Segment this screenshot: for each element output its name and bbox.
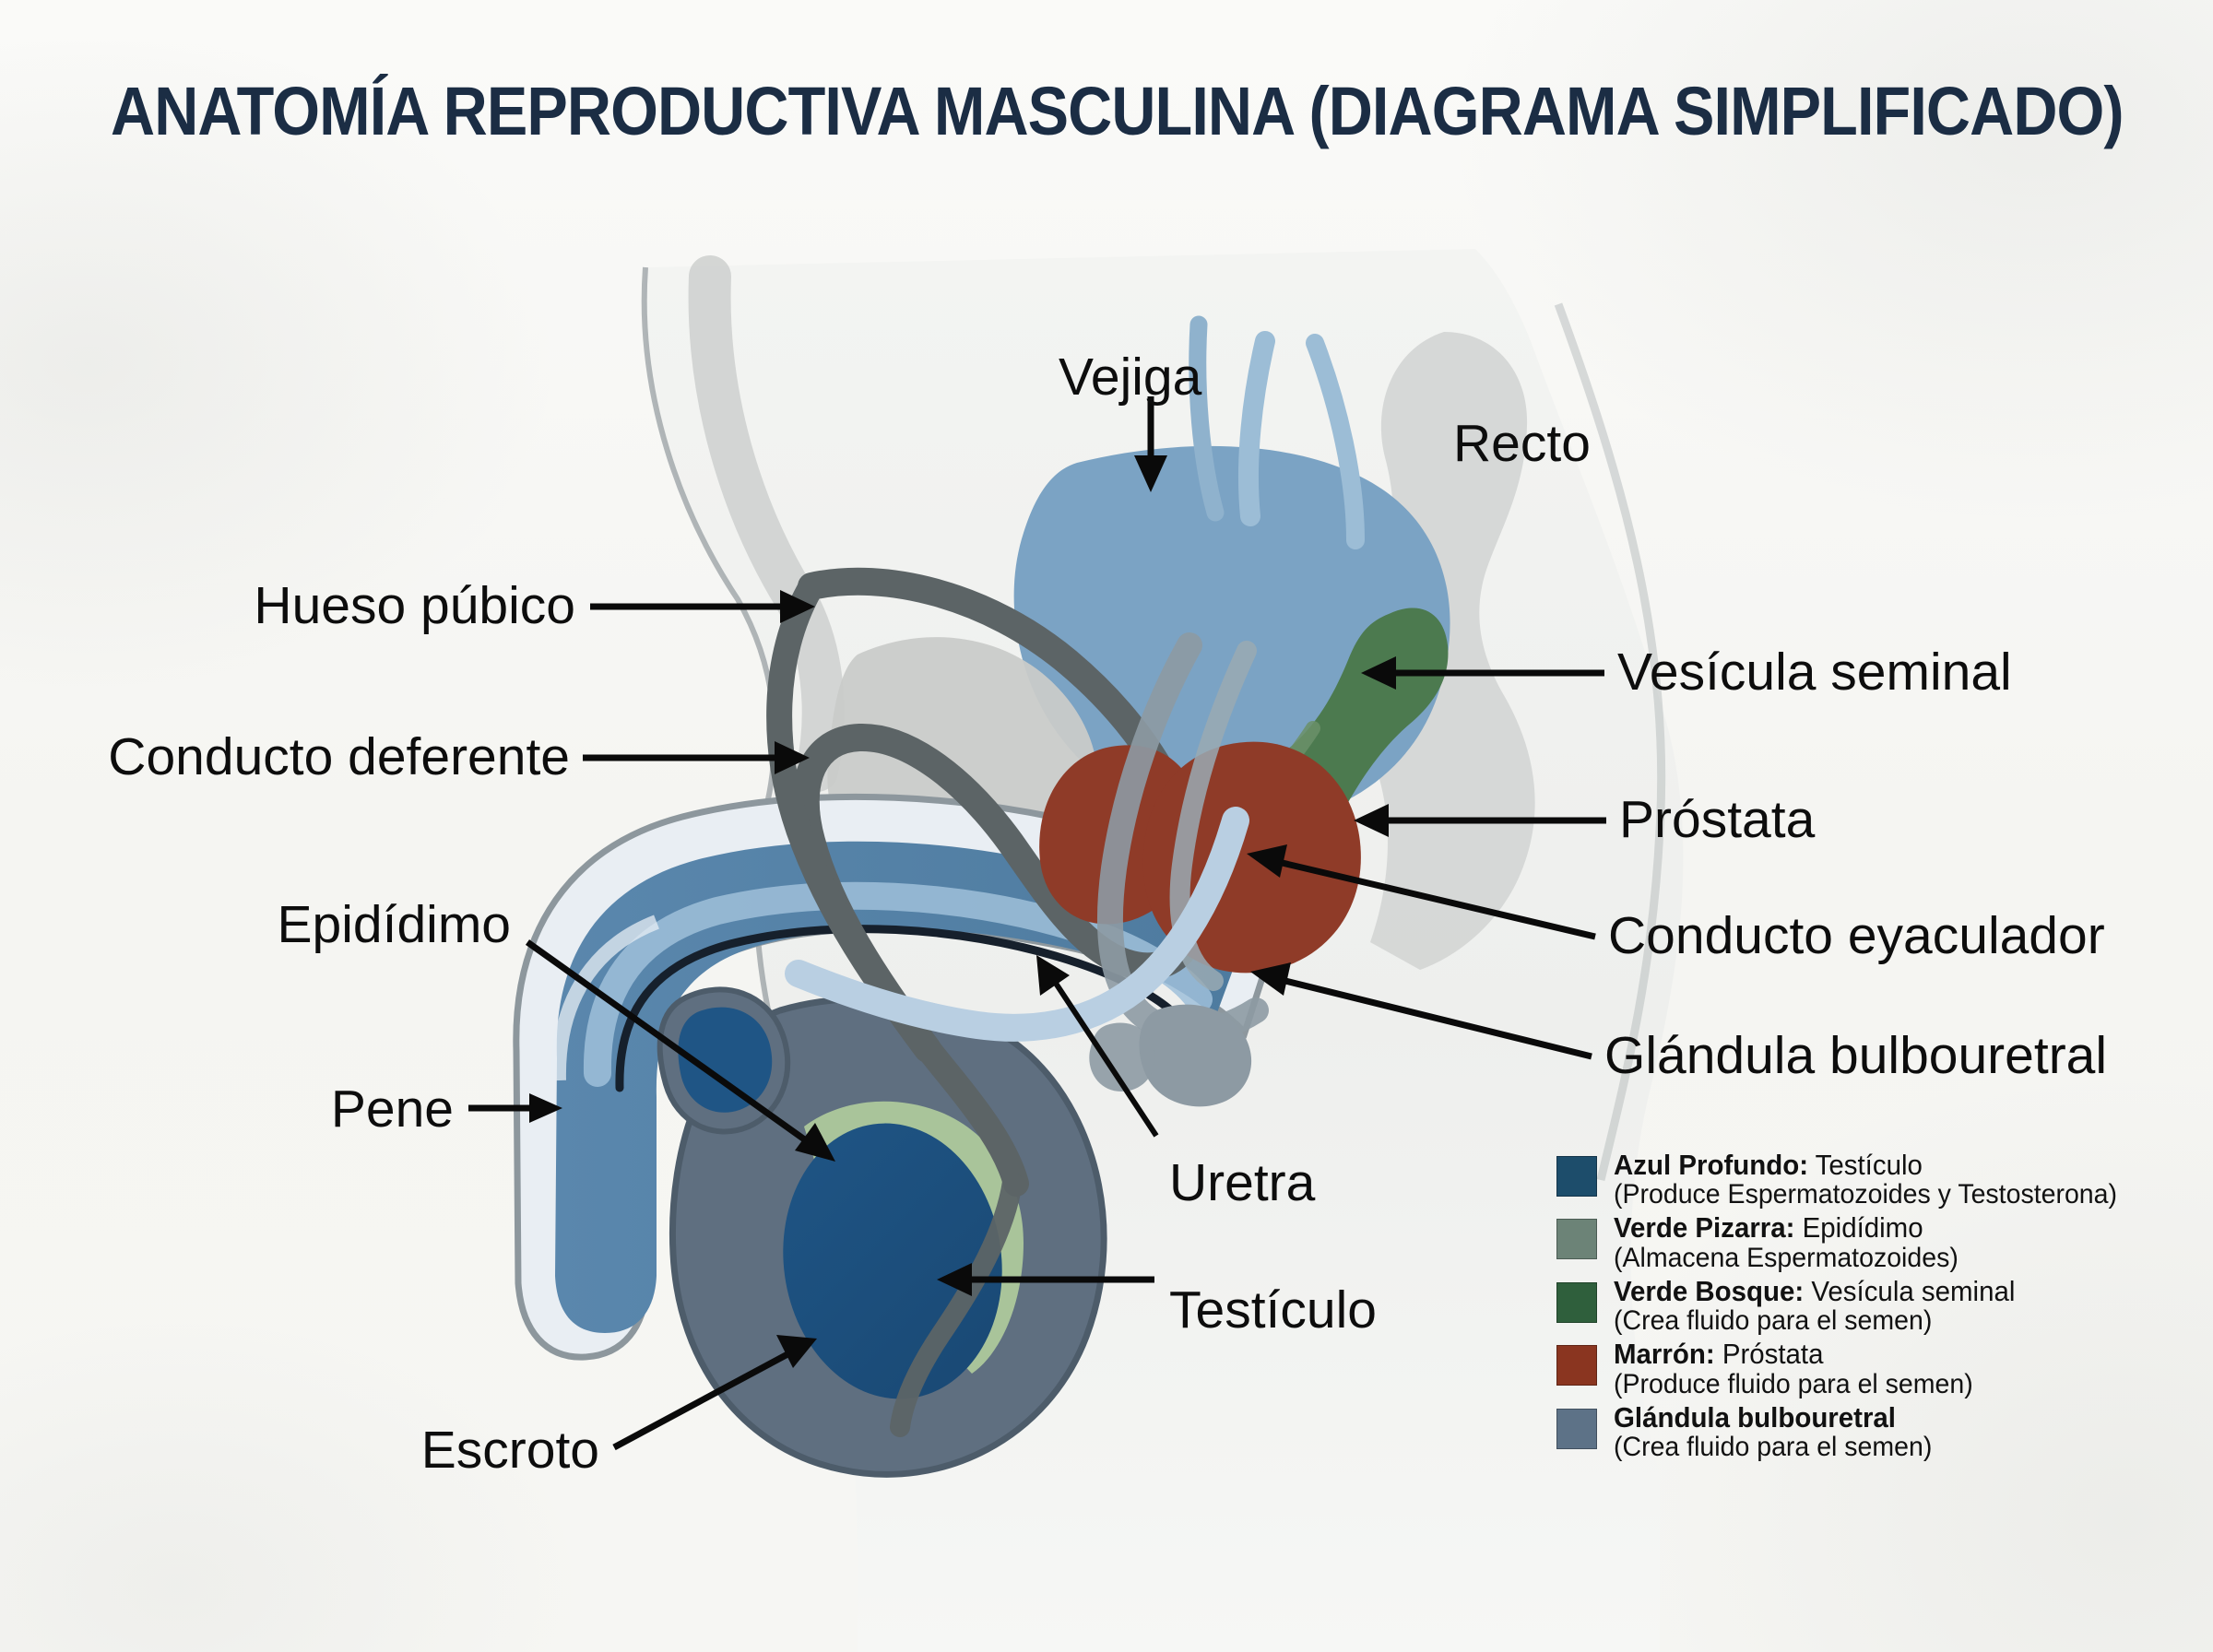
leader-prostata xyxy=(1354,804,1606,837)
legend-separator: : xyxy=(1794,1274,1805,1307)
legend-organ-name: Testículo xyxy=(1808,1149,1923,1181)
leader-escroto xyxy=(612,1335,817,1451)
label-uretra: Uretra xyxy=(1169,1153,1316,1212)
leader-testiculo xyxy=(937,1263,1154,1296)
legend-text: Marrón: Próstata (Produce fluido para el… xyxy=(1614,1339,1973,1398)
bulbourethral-gland-shape xyxy=(1089,1004,1252,1107)
testicle-secondary-shape xyxy=(657,986,791,1135)
leader-epididimo xyxy=(525,939,835,1162)
label-vesicula-seminal: Vesícula seminal xyxy=(1617,643,2012,702)
legend-item: Marrón: Próstata (Produce fluido para el… xyxy=(1556,1339,2202,1398)
legend-description: (Crea fluido para el semen) xyxy=(1614,1305,1933,1337)
label-pene: Pene xyxy=(331,1080,454,1139)
legend-swatch xyxy=(1556,1408,1597,1449)
legend-description: (Produce Espermatozoides y Testosterona) xyxy=(1614,1179,2117,1210)
legend-color-name: Azul Profundo xyxy=(1614,1149,1800,1181)
leader-conducto-eyaculador xyxy=(1247,844,1596,940)
leader-conducto-deferente xyxy=(583,741,810,774)
legend-swatch xyxy=(1556,1345,1597,1386)
legend-item: Glándula bulbouretral (Crea fluido para … xyxy=(1556,1400,2202,1462)
legend-color-name: Verde Pizarra xyxy=(1614,1211,1786,1245)
leader-vejiga xyxy=(1134,396,1167,492)
leader-uretra xyxy=(1036,955,1159,1138)
legend-text: Azul Profundo: Testículo (Produce Esperm… xyxy=(1614,1150,2117,1209)
legend-description: (Crea fluido para el semen) xyxy=(1614,1431,1933,1462)
legend-color-name: Verde Bosque xyxy=(1614,1274,1795,1307)
legend: Azul Profundo: Testículo (Produce Esperm… xyxy=(1556,1150,2202,1466)
legend-color-name: Glándula bulbouretral xyxy=(1614,1400,1896,1434)
legend-description: (Almacena Espermatozoides) xyxy=(1614,1242,1959,1273)
leader-glandula-bulbouretral xyxy=(1250,962,1592,1060)
legend-separator: : xyxy=(1705,1338,1715,1371)
legend-swatch xyxy=(1556,1219,1597,1260)
label-epididimo: Epidídimo xyxy=(278,895,511,954)
legend-organ-name: Epidídimo xyxy=(1794,1211,1923,1245)
legend-separator: : xyxy=(1785,1211,1795,1245)
legend-swatch xyxy=(1556,1281,1597,1323)
legend-organ-name: Próstata xyxy=(1714,1338,1824,1371)
page-title: ANATOMÍA REPRODUCTIVA MASCULINA (DIAGRAM… xyxy=(111,73,2124,149)
leader-pene xyxy=(468,1093,562,1123)
legend-text: Verde Bosque: Vesícula seminal (Crea flu… xyxy=(1614,1274,2016,1337)
label-conducto-eyaculador: Conducto eyaculador xyxy=(1608,906,2105,965)
legend-color-name: Marrón xyxy=(1614,1338,1706,1371)
label-hueso-pubico: Hueso púbico xyxy=(254,576,575,635)
label-vejiga: Vejiga xyxy=(1059,348,1202,407)
legend-organ-name: Vesícula seminal xyxy=(1804,1274,2016,1307)
leader-vesicula-seminal xyxy=(1361,656,1604,690)
legend-swatch xyxy=(1556,1156,1597,1197)
legend-item: Azul Profundo: Testículo (Produce Esperm… xyxy=(1556,1150,2202,1209)
label-prostata: Próstata xyxy=(1619,790,1816,849)
label-recto: Recto xyxy=(1453,414,1591,473)
leader-hueso-pubico xyxy=(590,590,815,623)
label-escroto: Escroto xyxy=(421,1421,599,1480)
legend-text: Verde Pizarra: Epidídimo (Almacena Esper… xyxy=(1614,1211,1959,1273)
vas-deferens-shape xyxy=(766,567,1213,1437)
label-conducto-deferente: Conducto deferente xyxy=(108,727,570,786)
legend-item: Verde Bosque: Vesícula seminal (Crea flu… xyxy=(1556,1274,2202,1337)
legend-description: (Produce fluido para el semen) xyxy=(1614,1368,1973,1399)
legend-text: Glándula bulbouretral (Crea fluido para … xyxy=(1614,1400,1933,1462)
label-testiculo: Testículo xyxy=(1169,1280,1377,1339)
legend-item: Verde Pizarra: Epidídimo (Almacena Esper… xyxy=(1556,1211,2202,1273)
legend-separator: : xyxy=(1799,1149,1809,1181)
label-glandula-bulbouretral: Glándula bulbouretral xyxy=(1604,1026,2107,1085)
